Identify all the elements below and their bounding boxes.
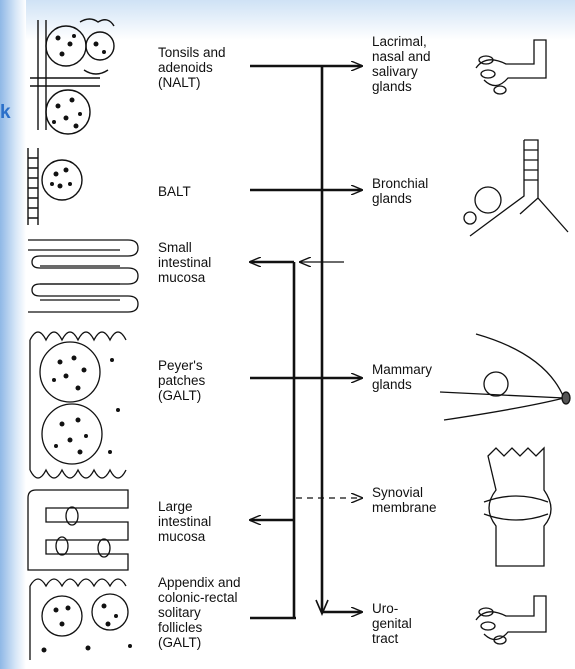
source-label-appendix: Appendix and colonic-rectal solitary fol… (158, 575, 241, 650)
mammary-illustration (440, 334, 570, 420)
target-label-urogenital: Uro- genital tract (372, 601, 412, 646)
bronchi-illustration (464, 140, 568, 236)
large-intestine-illustration (28, 490, 128, 570)
source-label-peyers: Peyer's patches (GALT) (158, 358, 205, 403)
target-label-mammary: Mammary glands (372, 362, 432, 392)
tonsil-dots (52, 34, 106, 129)
peyers-illustration (30, 332, 126, 478)
tonsil-illustration (30, 19, 114, 134)
joint-illustration (484, 448, 551, 566)
target-label-lacrimal: Lacrimal, nasal and salivary glands (372, 34, 431, 94)
source-label-balt: BALT (158, 184, 191, 199)
gland-illustration-top (476, 40, 546, 94)
target-label-synovial: Synovial membrane (372, 485, 437, 515)
small-intestine-illustration (28, 240, 138, 312)
balt-illustration (28, 148, 82, 225)
source-label-small-intestine: Small intestinal mucosa (158, 240, 211, 285)
source-label-nalt: Tonsils and adenoids (NALT) (158, 45, 226, 90)
pathway-lines (294, 66, 322, 618)
gland-illustration-bottom (476, 596, 546, 644)
source-label-large-intestine: Large intestinal mucosa (158, 499, 211, 544)
target-label-bronchial: Bronchial glands (372, 176, 428, 206)
